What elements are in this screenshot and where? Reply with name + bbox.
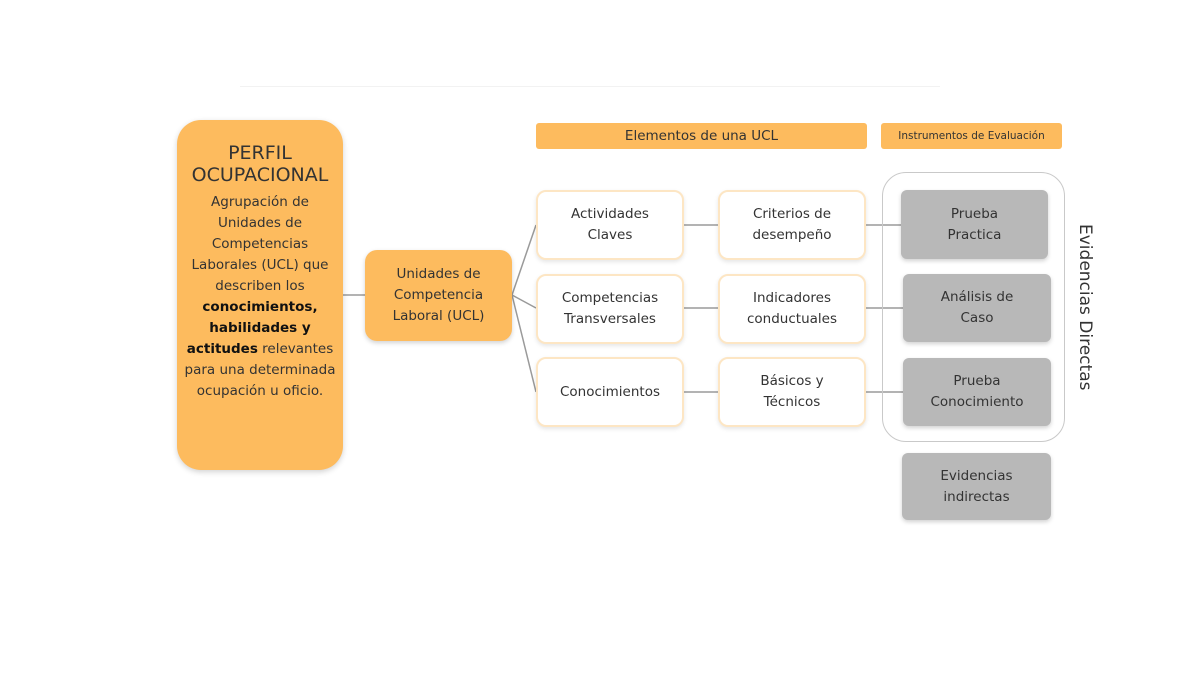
elemento-conocimientos: Conocimientos: [536, 357, 684, 427]
instrumento-prueba-conocimiento: Prueba Conocimiento: [903, 358, 1051, 426]
elemento-actividades-claves: Actividades Claves: [536, 190, 684, 260]
evidencias-directas-group: [882, 172, 1065, 442]
elemento-line1: Actividades: [571, 206, 649, 222]
criterio-indicadores-conductuales: Indicadores conductuales: [718, 274, 866, 344]
perfil-title-line2: OCUPACIONAL: [191, 164, 329, 186]
criterio-line1: Indicadores: [753, 290, 831, 306]
connector-ucl-competencias: [511, 294, 537, 309]
perfil-description: Agrupación de Unidades de Competencias L…: [184, 192, 336, 402]
connector-ucl-actividades: [511, 224, 537, 296]
perfil-desc-bold: conocimientos, habilidades y actitudes: [186, 299, 318, 357]
indirectas-line1: Evidencias: [940, 467, 1013, 484]
indirectas-line2: indirectas: [943, 488, 1010, 505]
evidencias-indirectas-box: Evidencias indirectas: [902, 453, 1051, 520]
instrumento-line2: Caso: [960, 310, 994, 326]
elemento-line1: Competencias: [561, 290, 659, 306]
criterio-line2: conductuales: [747, 311, 837, 327]
instrumento-line1: Prueba: [950, 205, 999, 222]
ucl-line1: Unidades de: [396, 266, 481, 282]
header-elementos-ucl: Elementos de una UCL: [536, 123, 867, 149]
instrumento-line1: Prueba: [953, 373, 1001, 389]
criterio-criterios-desempeno: Criterios de desempeño: [718, 190, 866, 260]
header-instrumentos-evaluacion: Instrumentos de Evaluación: [881, 123, 1062, 149]
instrumento-line1: Análisis de: [940, 289, 1014, 305]
instrumento-line2: Conocimiento: [930, 394, 1024, 410]
ucl-box: Unidades de Competencia Laboral (UCL): [365, 250, 512, 341]
criterio-line2: Técnicos: [763, 394, 821, 410]
criterio-line1: Criterios de: [752, 206, 832, 222]
elemento-line2: Claves: [587, 227, 633, 243]
elemento-competencias-transversales: Competencias Transversales: [536, 274, 684, 344]
perfil-desc-after: relevantes para una determinada ocupació…: [184, 341, 336, 399]
top-divider: [240, 86, 940, 87]
evidencias-directas-text: Evidencias Directas: [1075, 223, 1095, 391]
elemento-line1: Conocimientos: [559, 383, 661, 400]
instrumento-analisis-caso: Análisis de Caso: [903, 274, 1051, 342]
perfil-desc-before: Agrupación de Unidades de Competencias L…: [191, 194, 329, 294]
evidencias-directas-label: Evidencias Directas: [1072, 172, 1098, 442]
ucl-line3: Laboral (UCL): [392, 308, 485, 324]
criterio-basicos-tecnicos: Básicos y Técnicos: [718, 357, 866, 427]
perfil-title-line1: PERFIL: [228, 142, 292, 164]
criterio-line1: Básicos y: [760, 373, 824, 389]
instrumento-line2: Practica: [947, 226, 1002, 243]
instrumento-prueba-practica: Prueba Practica: [901, 190, 1048, 259]
connector-ucl-conocimientos: [511, 294, 537, 393]
perfil-title: PERFIL OCUPACIONAL: [192, 142, 329, 186]
ucl-line2: Competencia: [393, 287, 484, 303]
criterio-line2: desempeño: [752, 227, 832, 243]
perfil-ocupacional-box: PERFIL OCUPACIONAL Agrupación de Unidade…: [177, 120, 343, 470]
elemento-line2: Transversales: [564, 311, 656, 327]
